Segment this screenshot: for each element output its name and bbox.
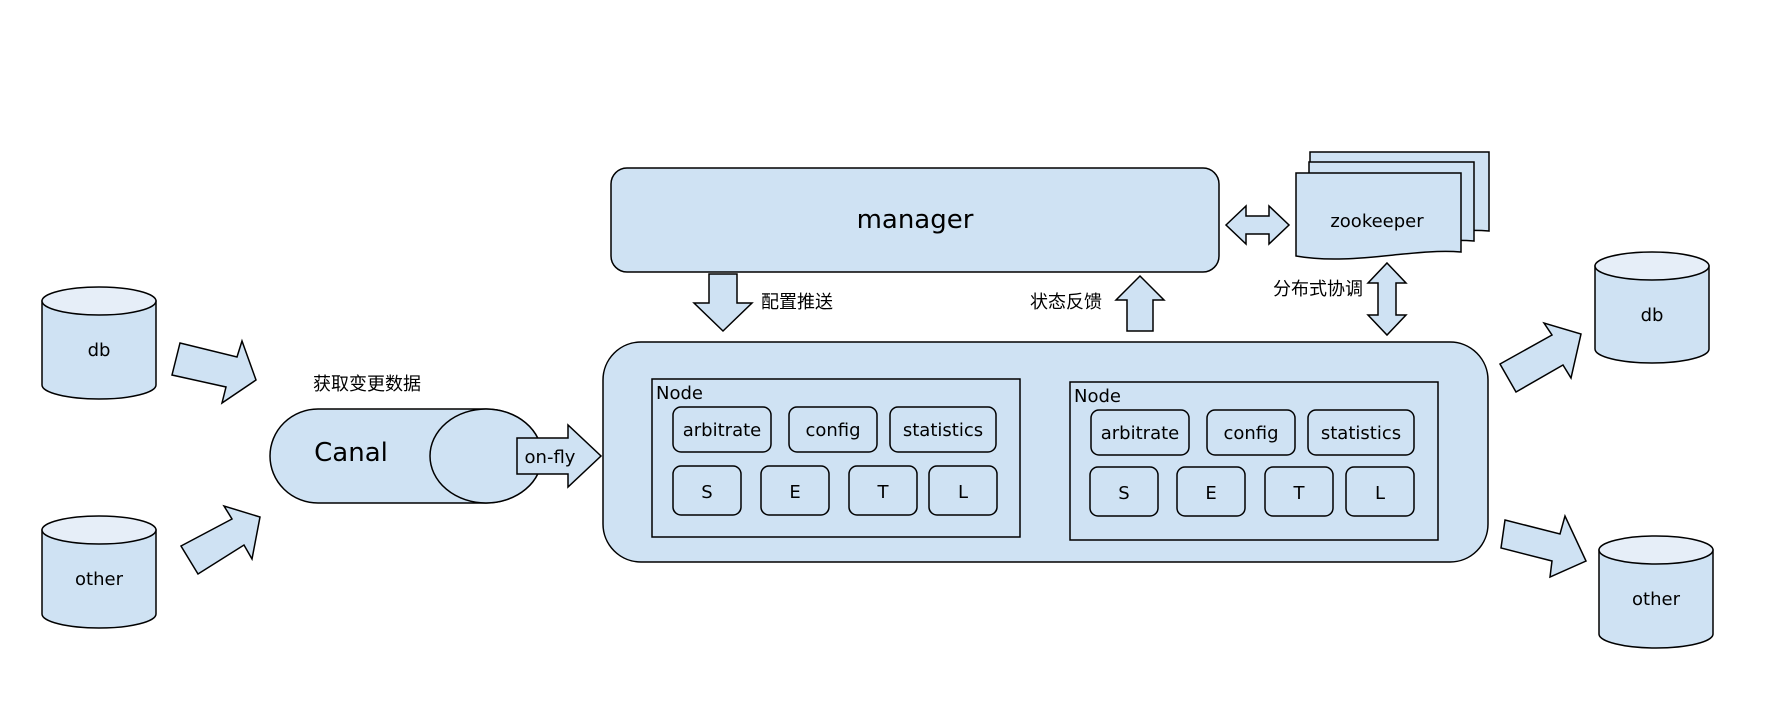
node-1-stage-e: E xyxy=(789,482,800,503)
onfly-label: on-fly xyxy=(525,447,576,468)
config-push-label: 配置推送 xyxy=(761,292,833,313)
zookeeper-caption: 分布式协调 xyxy=(1273,279,1363,300)
arrow-other-to-canal xyxy=(179,504,261,576)
arrow-to-target-other xyxy=(1500,513,1588,579)
zookeeper-stack: zookeeper xyxy=(1295,151,1490,260)
target-db-cylinder: db xyxy=(1594,251,1710,364)
canal-label: Canal xyxy=(314,438,388,468)
canal-cylinder: Canal xyxy=(269,408,543,504)
manager-label: manager xyxy=(857,205,974,235)
node-1-stage-l: L xyxy=(958,482,968,503)
node-1-module-config: config xyxy=(805,420,860,441)
source-db-label: db xyxy=(88,340,111,361)
status-feedback-label: 状态反馈 xyxy=(1030,292,1102,313)
target-other-label: other xyxy=(1632,589,1681,610)
zookeeper-label: zookeeper xyxy=(1330,211,1424,232)
node-2-stage-e: E xyxy=(1205,483,1216,504)
node-2-module-statistics: statistics xyxy=(1321,423,1401,444)
target-other-cylinder: other xyxy=(1598,535,1714,649)
canal-caption: 获取变更数据 xyxy=(313,374,421,395)
node-1-stage-t: T xyxy=(877,482,890,503)
config-push-arrow xyxy=(692,273,754,333)
manager-zookeeper-arrow xyxy=(1224,204,1291,246)
arrow-db-to-canal xyxy=(171,338,257,405)
node-panel-2: Node arbitrate config statistics S E T L xyxy=(1069,381,1439,541)
node-1-module-arbitrate: arbitrate xyxy=(683,420,761,441)
node-2-stage-s: S xyxy=(1118,483,1129,504)
node-1-title: Node xyxy=(656,383,703,404)
arrow-to-target-db xyxy=(1498,321,1582,394)
onfly-arrow: on-fly xyxy=(516,423,603,489)
source-other-cylinder: other xyxy=(41,515,157,629)
source-other-label: other xyxy=(75,569,124,590)
status-feedback-arrow xyxy=(1114,274,1166,332)
node-2-stage-l: L xyxy=(1375,483,1385,504)
node-2-module-arbitrate: arbitrate xyxy=(1101,423,1179,444)
node-1-module-statistics: statistics xyxy=(903,420,983,441)
target-db-label: db xyxy=(1641,305,1664,326)
node-1-stage-s: S xyxy=(701,482,712,503)
node-panel-1: Node arbitrate config statistics S E T L xyxy=(651,378,1021,538)
manager-box: manager xyxy=(610,167,1220,273)
node-2-stage-t: T xyxy=(1293,483,1306,504)
node-2-module-config: config xyxy=(1223,423,1278,444)
zookeeper-nodes-arrow xyxy=(1366,261,1408,337)
node-2-title: Node xyxy=(1074,386,1121,407)
source-db-cylinder: db xyxy=(41,286,157,400)
